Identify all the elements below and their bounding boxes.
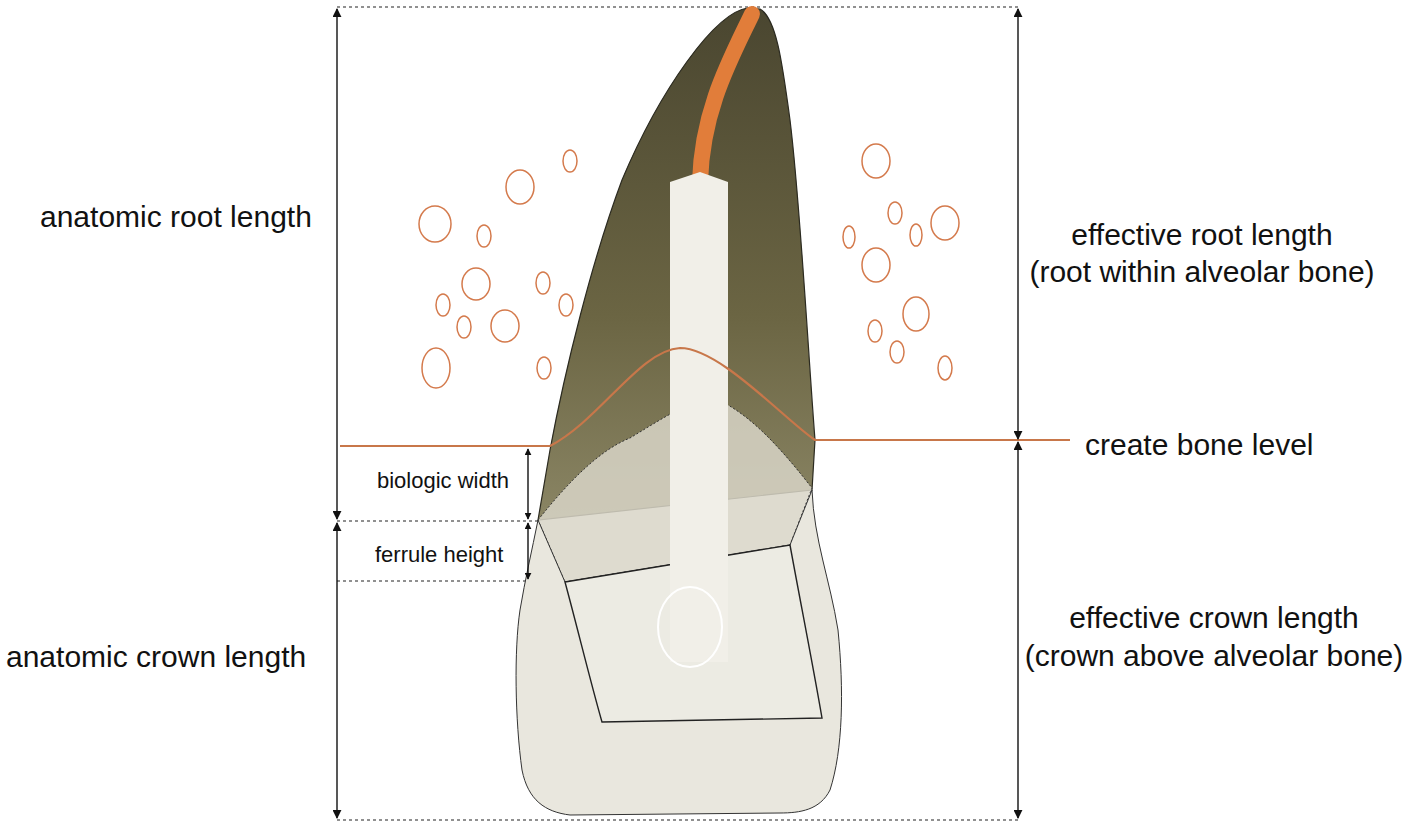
level-label: create bone level: [1085, 428, 1314, 463]
dimension-label: effective root length: [1071, 218, 1332, 253]
dimension-label: anatomic crown length: [6, 640, 306, 675]
dimension-label: anatomic root length: [40, 200, 312, 235]
dimension-label: biologic width: [377, 468, 509, 493]
reference-lines: [337, 7, 1018, 820]
bone-level-line: [340, 348, 1070, 446]
dimension-label: ferrule height: [375, 542, 503, 567]
dimension-note: (root within alveolar bone): [1029, 255, 1374, 290]
root-canal-filling: [700, 14, 752, 182]
post-end: [658, 587, 722, 667]
dimension-label: effective crown length: [1069, 601, 1359, 636]
dimension-note: (crown above alveolar bone): [1025, 639, 1404, 674]
dimension-arrows: [337, 9, 1018, 818]
